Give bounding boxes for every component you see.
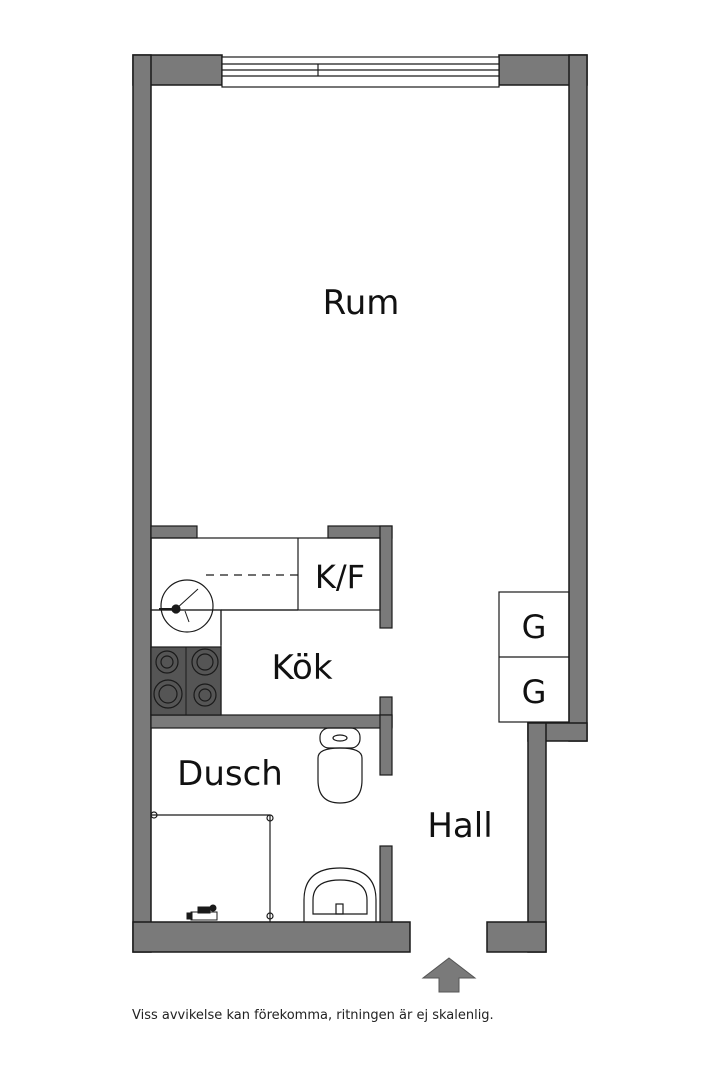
closets bbox=[498, 591, 570, 723]
entrance-arrow-icon bbox=[421, 957, 477, 993]
window-icon bbox=[221, 56, 500, 88]
washbasin-icon bbox=[303, 867, 377, 922]
room-label-hall: Hall bbox=[427, 806, 492, 846]
stove-icon bbox=[150, 646, 222, 716]
room-label-closet-1: G bbox=[522, 608, 547, 646]
interior-walls bbox=[150, 525, 393, 923]
room-label-rum: Rum bbox=[323, 283, 400, 323]
shower-faucet-icon bbox=[186, 904, 218, 921]
toilet-icon bbox=[317, 727, 363, 804]
room-label-dusch: Dusch bbox=[177, 754, 283, 794]
outer-walls bbox=[132, 54, 588, 953]
room-label-kf: K/F bbox=[315, 558, 365, 596]
shower-area bbox=[150, 811, 274, 922]
room-label-closet-2: G bbox=[522, 673, 547, 711]
sink-icon bbox=[159, 574, 298, 633]
disclaimer-text: Viss avvikelse kan förekomma, ritningen … bbox=[132, 1008, 494, 1023]
room-label-kok: Kök bbox=[271, 648, 332, 688]
